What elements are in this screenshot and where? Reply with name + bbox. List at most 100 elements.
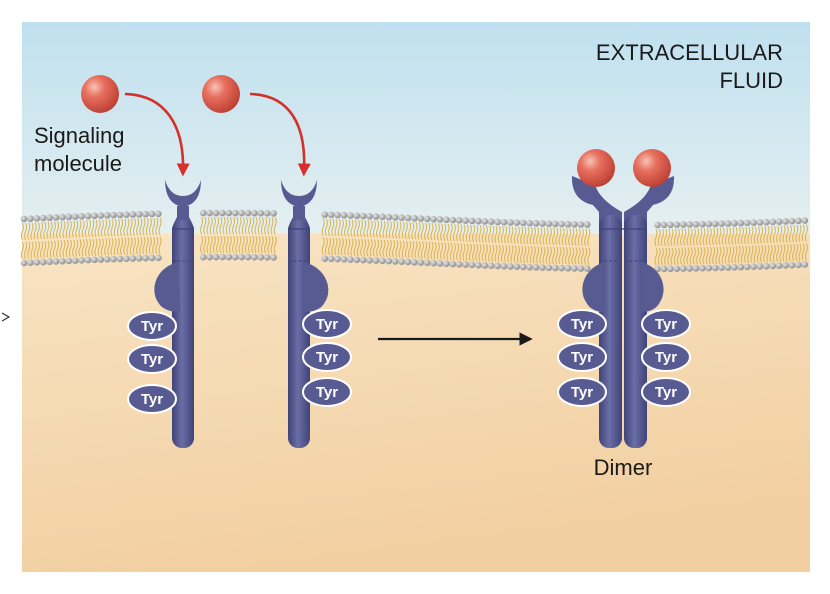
lipid-tail xyxy=(372,220,376,238)
lipid-tail xyxy=(270,217,274,235)
lipid-tail xyxy=(363,219,367,238)
lipid-tail xyxy=(251,216,255,235)
lipid-head xyxy=(353,256,361,264)
lipid-tail xyxy=(395,240,399,258)
lipid-head xyxy=(321,211,329,218)
lipid-tail xyxy=(680,228,684,246)
lipid-tail xyxy=(788,224,792,243)
lipid-head xyxy=(769,262,777,270)
lipid-head xyxy=(737,263,745,271)
lipid-tail xyxy=(411,222,415,240)
receptor-2-kinase-bulge xyxy=(304,262,329,312)
lipid-tail xyxy=(337,237,341,256)
lipid-tail xyxy=(107,238,111,256)
lipid-tail xyxy=(59,220,63,239)
lipid-head xyxy=(321,255,329,262)
lipid-tail xyxy=(507,226,511,244)
lipid-tail xyxy=(334,237,338,256)
receptor-2-stalk xyxy=(288,220,310,448)
lipid-head xyxy=(731,220,738,227)
lipid-tail xyxy=(539,246,543,264)
lipid-head xyxy=(142,254,149,262)
lipid-tail xyxy=(577,247,581,265)
lipid-tail xyxy=(430,222,434,241)
lipid-tail xyxy=(779,244,783,262)
lipid-tail xyxy=(785,244,789,262)
lipid-tail xyxy=(24,222,28,241)
lipid-tail xyxy=(574,228,578,246)
lipid-tail xyxy=(555,227,559,246)
lipid-head xyxy=(679,265,687,272)
lipid-tail xyxy=(724,227,728,245)
lipid-head xyxy=(718,264,725,272)
lipid-head xyxy=(148,210,156,218)
lipid-tail xyxy=(136,218,140,236)
lipid-tail xyxy=(270,236,274,254)
dimer-left-tyr-2 xyxy=(557,342,607,372)
lipid-tail xyxy=(430,241,434,260)
lipid-tail xyxy=(40,221,44,240)
lipid-tail xyxy=(344,238,348,256)
lipid-tail xyxy=(529,226,533,245)
lipid-head xyxy=(385,213,393,221)
lipid-tail xyxy=(494,225,498,244)
lipid-tail xyxy=(372,239,376,257)
dimer-right-tyr-3-label: Tyr xyxy=(655,384,677,401)
lipid-head xyxy=(97,212,105,219)
lipid-head xyxy=(545,220,553,228)
lipid-tail xyxy=(772,225,776,244)
lipid-tail xyxy=(491,225,495,243)
lipid-tail xyxy=(116,218,120,237)
lipid-tail xyxy=(449,223,453,242)
lipid-tail xyxy=(497,225,501,244)
lipid-tail xyxy=(737,226,741,245)
lipid-tail xyxy=(542,246,546,264)
lipid-tail xyxy=(36,222,40,240)
signaling-molecule-2 xyxy=(202,75,240,113)
lipid-tail xyxy=(699,227,703,246)
lipid-tail xyxy=(763,244,767,263)
lipid-tail xyxy=(660,228,664,247)
lipid-tail xyxy=(555,246,559,265)
lipid-tail xyxy=(324,237,328,255)
lipid-tail xyxy=(81,220,85,238)
lipid-tail xyxy=(488,244,492,262)
lipid-head xyxy=(686,221,693,228)
lipid-tail xyxy=(84,238,88,257)
lipid-tail xyxy=(532,227,536,245)
lipid-head xyxy=(123,255,130,262)
lipid-tail xyxy=(347,238,351,256)
lipid-head xyxy=(353,212,361,220)
lipid-tail xyxy=(20,241,24,260)
lipid-tail xyxy=(97,219,101,237)
lipid-head xyxy=(519,219,527,227)
lipid-head xyxy=(52,258,60,265)
receptor-2-binding-site xyxy=(281,180,317,207)
lipid-tail xyxy=(446,242,450,260)
binding-arrow-2 xyxy=(249,92,311,177)
lipid-head xyxy=(756,219,764,226)
lipid-head xyxy=(238,253,245,261)
lipid-tail xyxy=(740,226,744,245)
lipid-tail xyxy=(388,239,392,258)
lipid-tail xyxy=(475,243,479,262)
lipid-head xyxy=(257,253,265,261)
lipid-head xyxy=(660,221,668,229)
lipid-head xyxy=(334,255,341,263)
lipid-tail xyxy=(206,216,210,235)
lipid-head xyxy=(718,220,725,228)
lipid-tail xyxy=(766,244,770,263)
lipid-tail xyxy=(689,247,693,265)
lipid-tail xyxy=(462,224,466,242)
lipid-head xyxy=(801,217,809,224)
lipid-head xyxy=(571,265,578,272)
lipid-head xyxy=(782,218,789,225)
lipid-head xyxy=(129,211,137,218)
lipid-tail xyxy=(75,220,79,238)
lipid-tail xyxy=(734,227,738,245)
lipid-head xyxy=(225,209,233,217)
lipid-tail xyxy=(571,228,575,246)
lipid-tail xyxy=(120,237,124,256)
lipid-tail xyxy=(468,243,472,262)
lipid-tail xyxy=(264,236,268,254)
